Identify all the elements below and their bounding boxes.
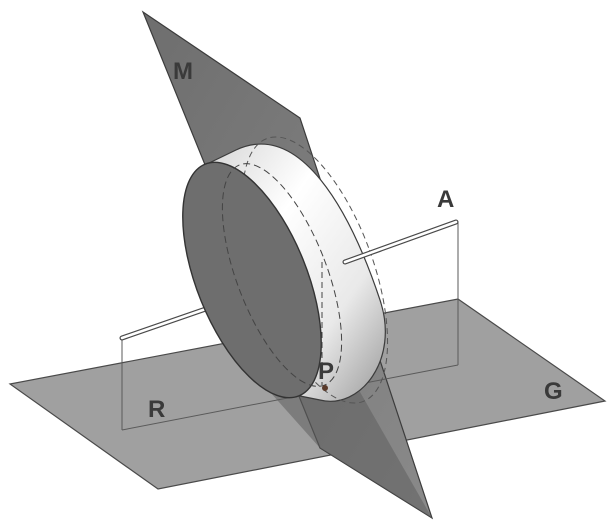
- label-r: R: [148, 396, 166, 423]
- plane-m-lower-shade: [270, 378, 432, 518]
- label-m: M: [173, 58, 193, 85]
- disk-front-face: [182, 161, 322, 399]
- axis-rod-right: [342, 219, 459, 265]
- point-p: [322, 385, 328, 391]
- label-p: P: [318, 358, 335, 385]
- label-g: G: [544, 378, 563, 405]
- label-a: A: [437, 186, 455, 213]
